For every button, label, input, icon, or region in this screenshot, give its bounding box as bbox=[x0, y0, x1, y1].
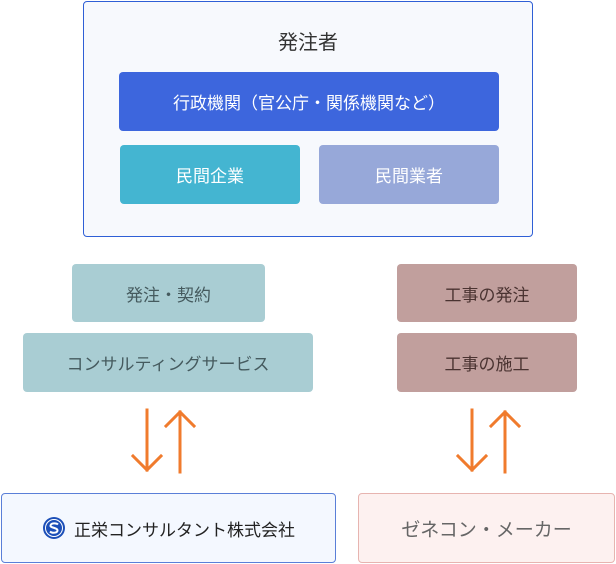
company-box: 正栄コンサルタント株式会社 bbox=[1, 493, 336, 563]
private-trader-box: 民間業者 bbox=[319, 145, 499, 204]
right-arrow-pair bbox=[455, 408, 522, 474]
government-agency-box: 行政機関（官公庁・関係機関など） bbox=[119, 72, 499, 131]
work-execution-box: 工事の施工 bbox=[397, 333, 577, 392]
consulting-service-box: コンサルティングサービス bbox=[23, 333, 313, 392]
arrow-down-icon bbox=[130, 408, 164, 473]
arrow-up-icon bbox=[488, 409, 522, 474]
orderer-title: 発注者 bbox=[278, 30, 338, 54]
general-contractor-box: ゼネコン・メーカー bbox=[358, 493, 615, 563]
arrow-down-icon bbox=[455, 408, 489, 473]
order-contract-box: 発注・契約 bbox=[72, 264, 265, 322]
company-name: 正栄コンサルタント株式会社 bbox=[74, 520, 295, 541]
private-company-box: 民間企業 bbox=[120, 145, 300, 204]
arrow-up-icon bbox=[163, 409, 197, 474]
left-arrow-pair bbox=[130, 408, 197, 474]
company-logo-icon bbox=[43, 517, 65, 539]
flow-arrows bbox=[130, 408, 522, 474]
work-order-box: 工事の発注 bbox=[397, 264, 577, 322]
